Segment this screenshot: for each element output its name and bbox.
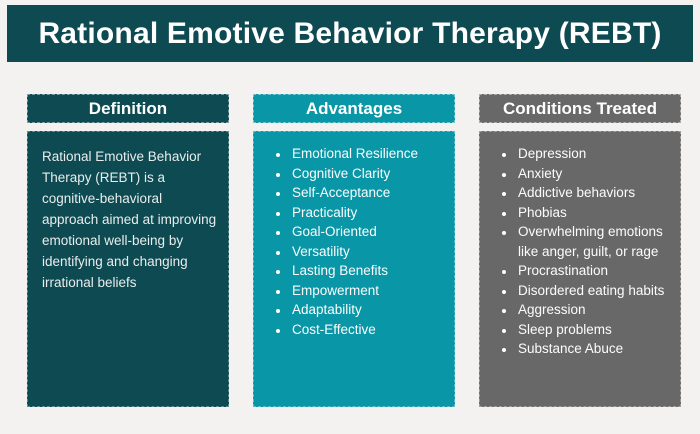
list-item: Substance Abuce	[516, 339, 670, 359]
column-conditions-treated: Conditions Treated Depression Anxiety Ad…	[479, 94, 681, 407]
column-advantages: Advantages Emotional Resilience Cognitiv…	[253, 94, 455, 407]
advantages-body: Emotional Resilience Cognitive Clarity S…	[253, 131, 455, 407]
list-item: Overwhelming emotions like anger, guilt,…	[516, 222, 670, 261]
list-item: Versatility	[290, 242, 444, 262]
column-definition: Definition Rational Emotive Behavior The…	[27, 94, 229, 407]
list-item: Lasting Benefits	[290, 261, 444, 281]
conditions-treated-header: Conditions Treated	[479, 94, 681, 123]
list-item: Self-Acceptance	[290, 183, 444, 203]
list-item: Aggression	[516, 300, 670, 320]
list-item: Practicality	[290, 203, 444, 223]
list-item: Cognitive Clarity	[290, 164, 444, 184]
list-item: Disordered eating habits	[516, 281, 670, 301]
list-item: Empowerment	[290, 281, 444, 301]
title-banner: Rational Emotive Behavior Therapy (REBT)	[7, 5, 693, 62]
list-item: Adaptability	[290, 300, 444, 320]
conditions-treated-list: Depression Anxiety Addictive behaviors P…	[492, 144, 670, 359]
list-item: Anxiety	[516, 164, 670, 184]
list-item: Emotional Resilience	[290, 144, 444, 164]
conditions-treated-body: Depression Anxiety Addictive behaviors P…	[479, 131, 681, 407]
list-item: Sleep problems	[516, 320, 670, 340]
definition-body: Rational Emotive Behavior Therapy (REBT)…	[27, 131, 229, 407]
columns-container: Definition Rational Emotive Behavior The…	[27, 94, 681, 407]
advantages-header: Advantages	[253, 94, 455, 123]
list-item: Cost-Effective	[290, 320, 444, 340]
list-item: Phobias	[516, 203, 670, 223]
list-item: Depression	[516, 144, 670, 164]
advantages-list: Emotional Resilience Cognitive Clarity S…	[266, 144, 444, 339]
page-title: Rational Emotive Behavior Therapy (REBT)	[38, 16, 662, 50]
list-item: Goal-Oriented	[290, 222, 444, 242]
definition-text: Rational Emotive Behavior Therapy (REBT)…	[42, 149, 217, 290]
list-item: Procrastination	[516, 261, 670, 281]
list-item: Addictive behaviors	[516, 183, 670, 203]
definition-header: Definition	[27, 94, 229, 123]
